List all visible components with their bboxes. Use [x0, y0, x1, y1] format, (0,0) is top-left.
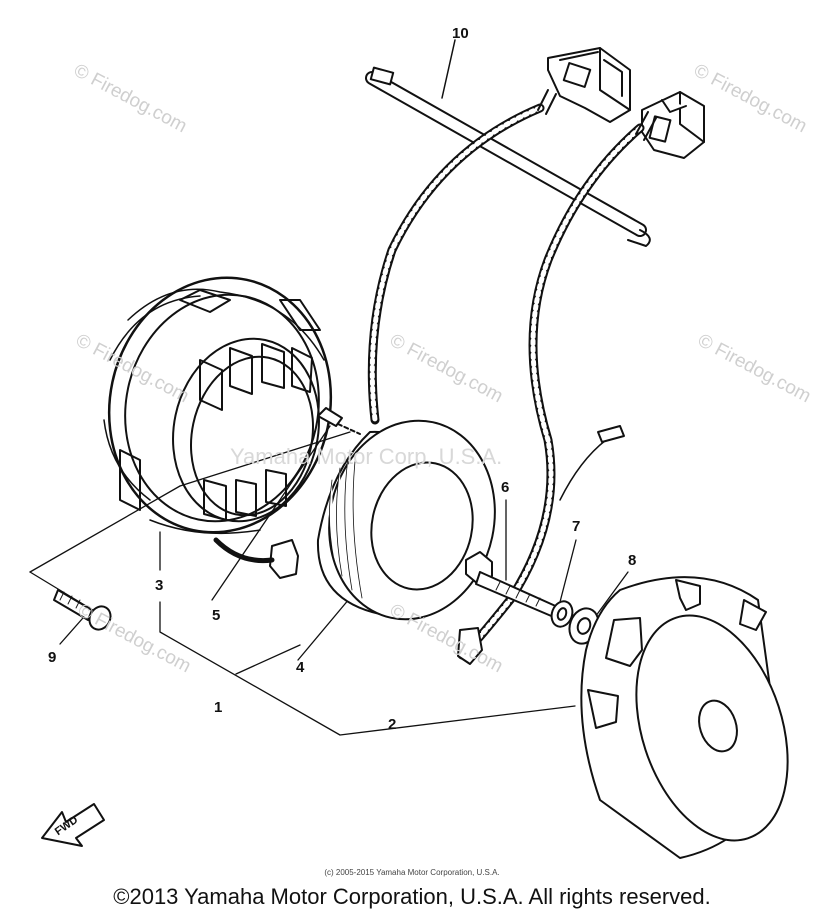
- wire-harness-left: [367, 89, 557, 425]
- connector-right: [641, 91, 705, 159]
- small-copyright: (c) 2005-2015 Yamaha Motor Corporation, …: [324, 868, 500, 877]
- callout-2: 2: [388, 716, 397, 733]
- lead-wire-small: [559, 425, 625, 501]
- callout-8: 8: [628, 552, 637, 569]
- center-watermark: Yamaha Motor Corp, U.S.A.: [230, 444, 503, 469]
- bolt-part-6: [465, 551, 561, 619]
- magneto-rotor-part-2: [580, 576, 789, 859]
- callout-7: 7: [572, 518, 581, 535]
- callout-6: 6: [501, 479, 510, 496]
- callout-10: 10: [452, 25, 469, 42]
- rotor-part-4: [316, 419, 496, 621]
- callout-4: 4: [296, 659, 305, 676]
- callout-9: 9: [48, 649, 57, 666]
- screw-part-9: [53, 589, 112, 631]
- grommet-lower: [457, 627, 483, 665]
- cable-strip-part-10: [365, 39, 651, 247]
- fwd-arrow-icon: [41, 803, 105, 847]
- washer-part-7: [550, 600, 574, 628]
- callout-5: 5: [212, 607, 221, 624]
- grommet-part-5: [213, 537, 299, 579]
- copyright-notice: ©2013 Yamaha Motor Corporation, U.S.A. A…: [113, 884, 711, 909]
- callout-3: 3: [155, 577, 164, 594]
- callout-1: 1: [214, 699, 223, 716]
- wire-harness-right: [457, 111, 657, 660]
- connector-left: [547, 47, 631, 123]
- stator-bolt: [317, 407, 361, 435]
- stator-part-3: [103, 276, 333, 535]
